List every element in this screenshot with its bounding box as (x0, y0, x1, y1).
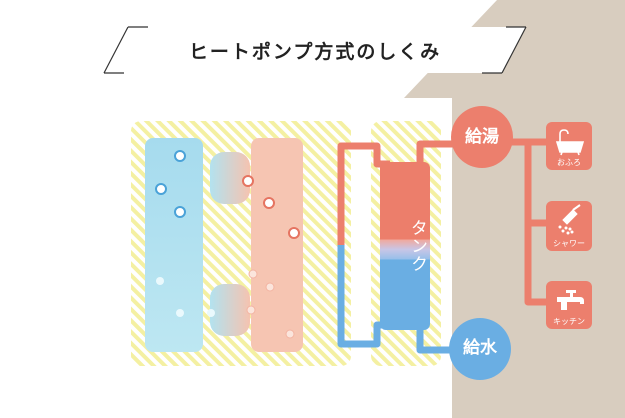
connector-bottom (210, 284, 250, 336)
outlet-shower (546, 201, 592, 251)
pipe-loop-hot (337, 142, 390, 245)
tank (380, 162, 430, 330)
tank-label: タンク (407, 219, 427, 273)
water-supply-node (449, 318, 511, 380)
hot-water-supply-node (451, 106, 513, 168)
shower-icon (558, 204, 581, 235)
pipe-cold-supply (416, 330, 458, 354)
bathtub-icon (555, 129, 585, 156)
water-supply-label: 給水 (463, 338, 497, 358)
title-banner (103, 26, 527, 74)
compressor-heat-panel (251, 138, 303, 352)
outlet-kitchen (546, 281, 592, 329)
pipe-hot-supply (416, 140, 458, 162)
outlet-bath-label: おふろ (557, 158, 581, 167)
connector-top (210, 152, 250, 204)
warm-dots (246, 269, 295, 339)
cold-dots (156, 277, 215, 317)
warm-bubbles (242, 175, 300, 239)
hot-water-supply-label: 給湯 (465, 127, 499, 147)
air-heat-panel (145, 138, 203, 352)
outlet-kitchen-label: キッチン (553, 317, 585, 326)
cold-bubbles (155, 150, 186, 218)
faucet-icon (557, 290, 584, 310)
page-title: ヒートポンプ方式のしくみ (188, 40, 442, 63)
outlet-shower-label: シャワー (553, 239, 585, 248)
